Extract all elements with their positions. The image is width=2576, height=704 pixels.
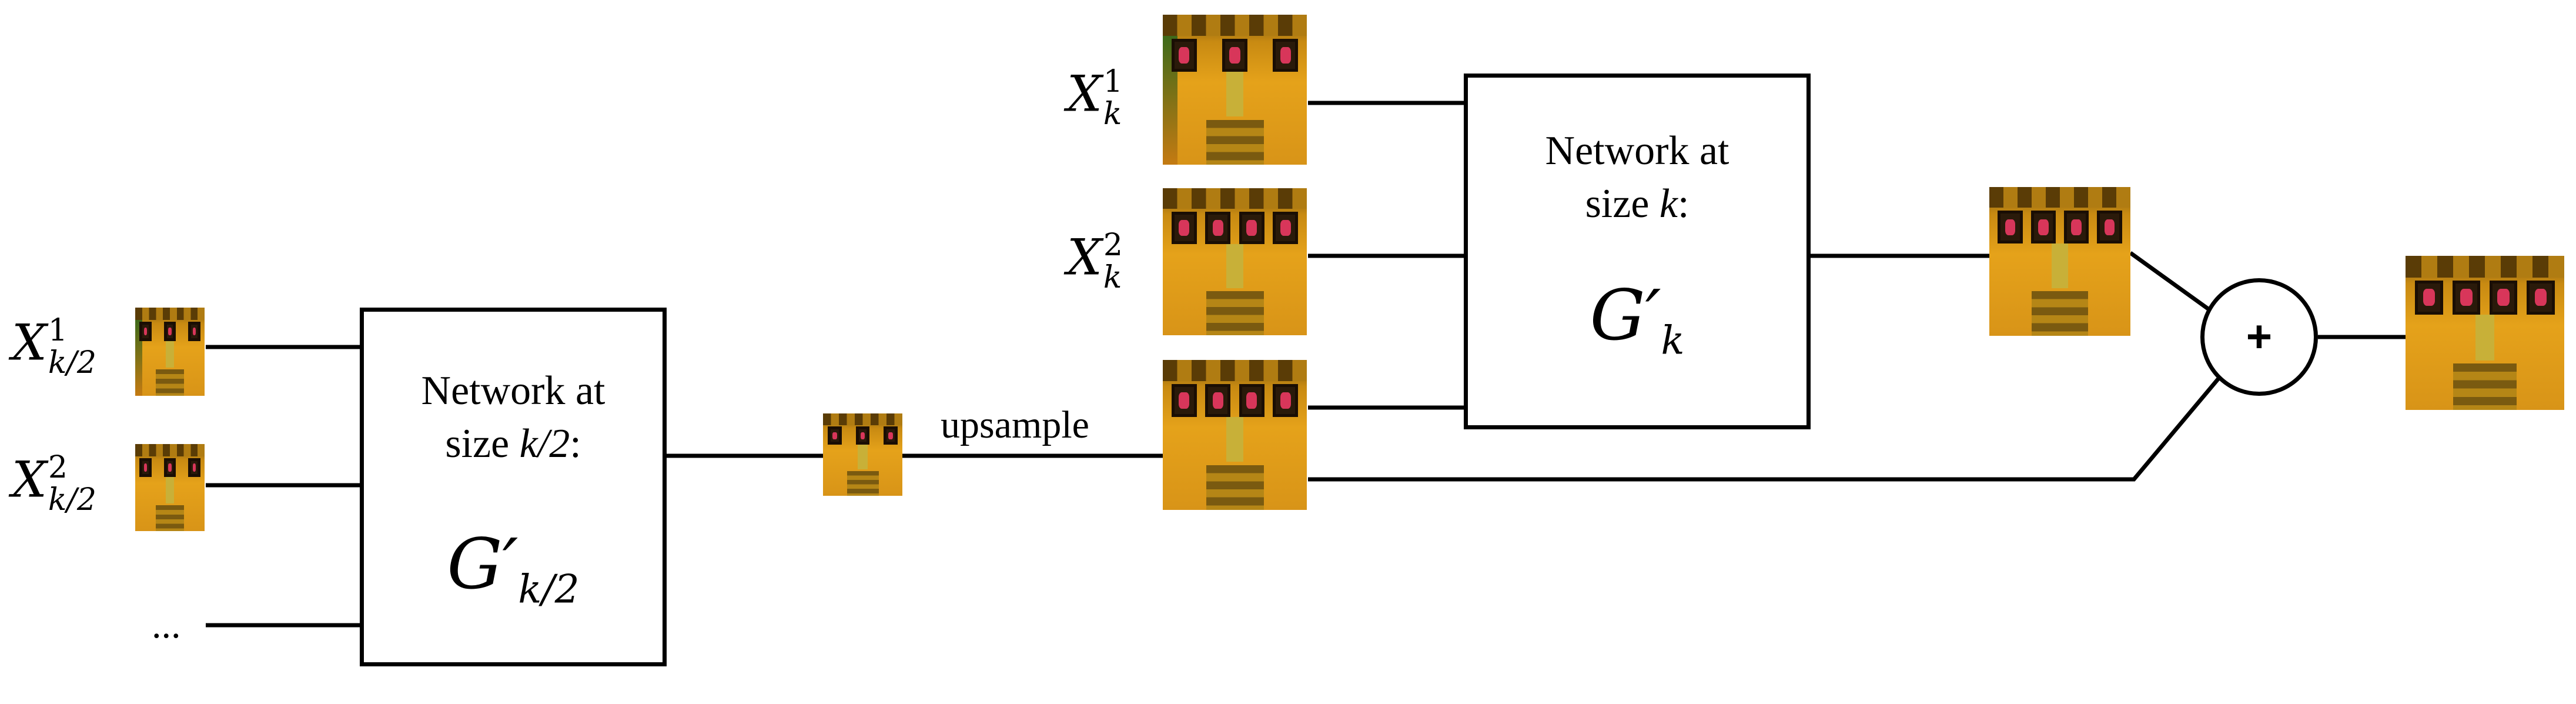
upsample-label: upsample <box>941 403 1089 446</box>
network-large-line2: size k: <box>1585 181 1690 226</box>
network-large-line1: Network at <box>1545 128 1729 174</box>
input-frame-x1-large <box>1163 15 1307 165</box>
final-output-frame <box>2406 256 2564 410</box>
small-output-frame <box>823 413 902 496</box>
network-small-symbol: G′k/2 <box>447 523 580 612</box>
input-frame-x2-large <box>1163 188 1307 335</box>
wire-to-plus <box>2129 251 2218 316</box>
network-large-box: Network at size k: G′k <box>1464 74 1811 429</box>
network-large-output-frame <box>1989 187 2130 336</box>
upsampled-frame <box>1163 360 1307 510</box>
network-small-box: Network at size k/2: G′k/2 <box>360 308 667 666</box>
input-frame-x1-small <box>135 308 205 396</box>
network-small-line1: Network at <box>421 368 605 413</box>
input-frame-x2-small <box>135 444 205 531</box>
network-large-symbol: G′k <box>1590 275 1685 363</box>
wire-skip <box>1308 364 2231 482</box>
network-small-line2: size k/2: <box>445 421 581 466</box>
more-inputs-ellipsis: ... <box>152 603 181 646</box>
sum-node: + <box>2200 278 2318 396</box>
